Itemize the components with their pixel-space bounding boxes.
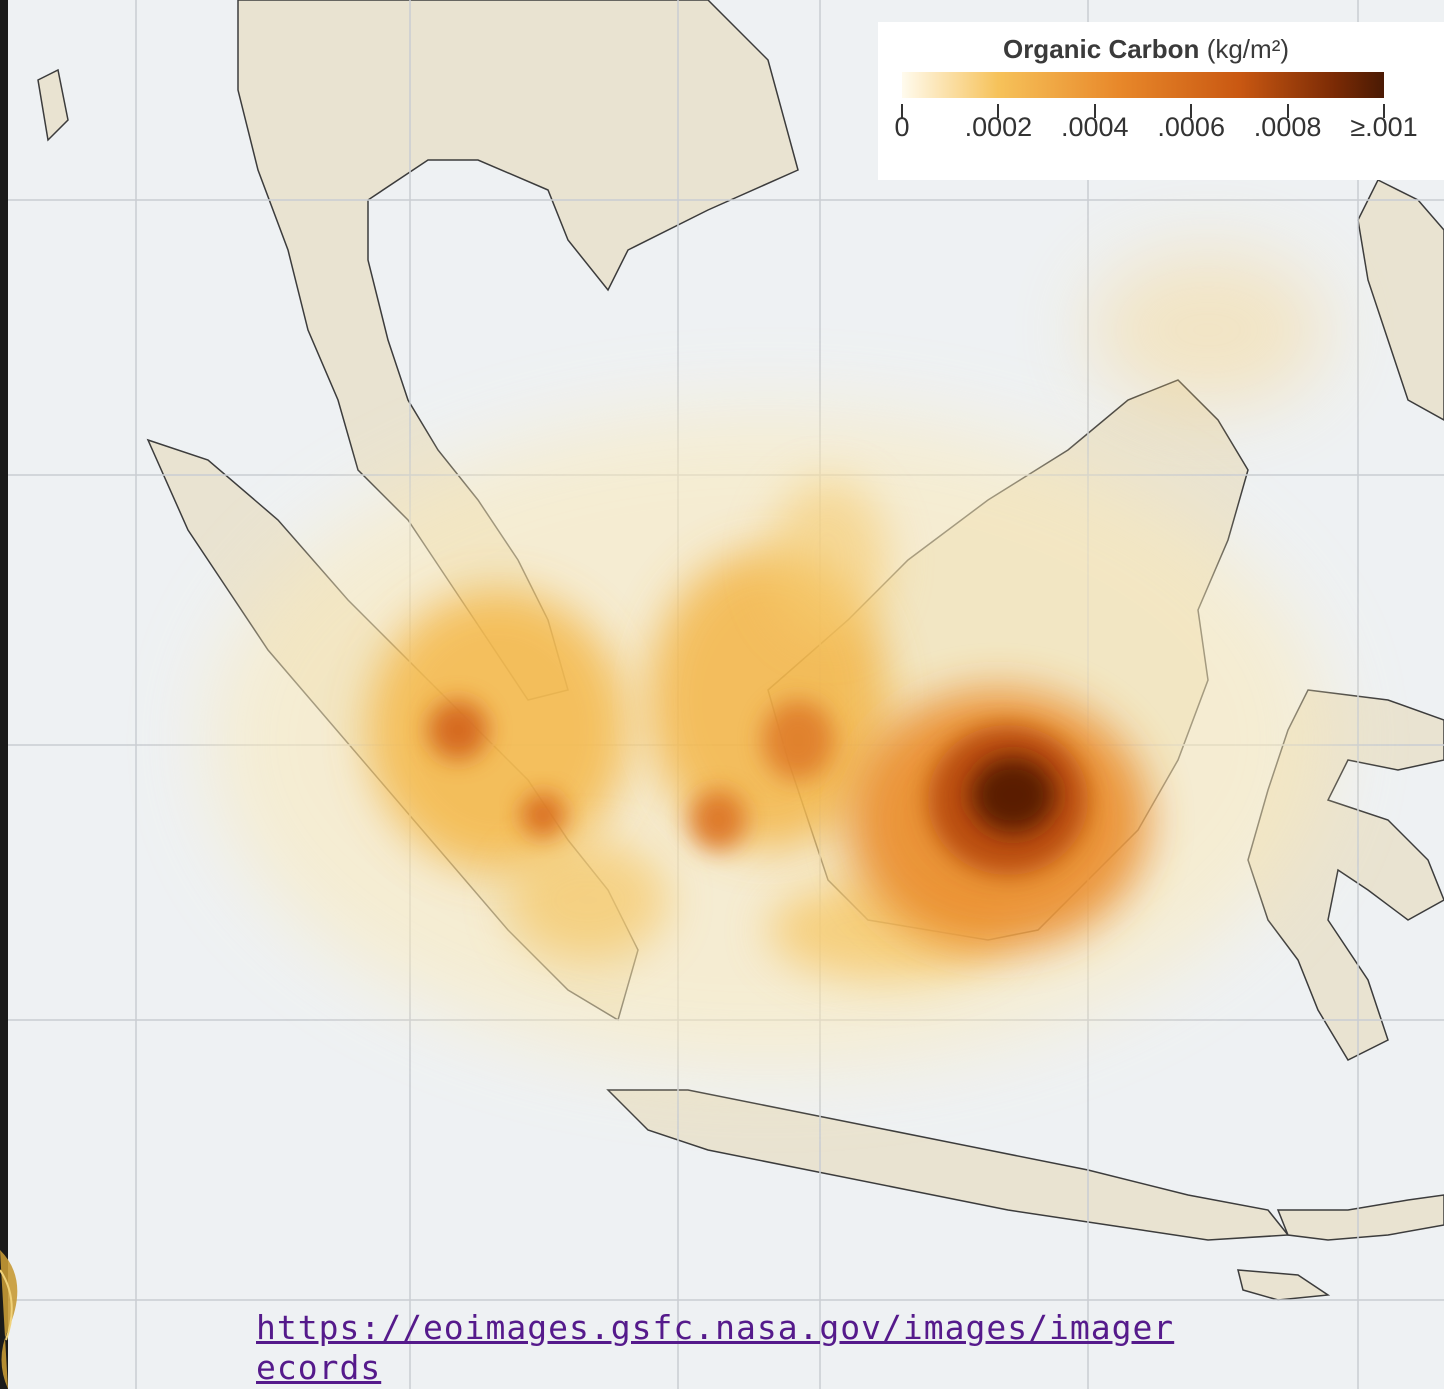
legend-tick-mark	[901, 104, 903, 118]
legend-tick-label: .0004	[1061, 112, 1129, 142]
map-legend: Organic Carbon (kg/m²) 0 .0002 .0004 .0006.…	[878, 22, 1444, 180]
source-link[interactable]: https://eoimages.gsfc.nasa.gov/images/im…	[256, 1308, 1175, 1387]
legend-color-scale	[902, 72, 1384, 98]
legend-tick-mark	[1190, 104, 1193, 118]
plume-haze-north-east	[1088, 250, 1328, 410]
plume-north-central	[768, 480, 888, 640]
timor-island	[1237, 1269, 1331, 1301]
lesser-sunda-islands	[1276, 1194, 1444, 1241]
mainland-southeast-asia	[237, 0, 799, 701]
plume-strait-core	[690, 790, 746, 850]
legend-tick-label: .0008	[1253, 112, 1322, 142]
legend-tick-mark	[1286, 104, 1289, 118]
legend-title-unit: (kg/m²)	[1206, 34, 1290, 64]
philippines	[1357, 178, 1444, 421]
plume-sumatra-outer	[368, 590, 628, 870]
organic-carbon-map	[8, 0, 1444, 1389]
small-island-west	[37, 68, 69, 142]
legend-tick-label: .0006	[1157, 112, 1225, 142]
legend-tick-label: 0	[894, 112, 910, 142]
legend-tick-mark	[1093, 104, 1096, 118]
plume-borneo-core	[971, 757, 1055, 833]
plume-sumatra-south	[508, 840, 668, 960]
legend-tick-label: .0002	[964, 112, 1033, 142]
organic-carbon-overlay	[208, 250, 1328, 1070]
legend-tick-mark	[997, 104, 1000, 118]
plume-sumatra-core-2	[521, 793, 565, 837]
legend-tick-mark	[1383, 104, 1385, 118]
legend-title: Organic Carbon (kg/m²)	[878, 34, 1414, 65]
legend-title-label: Organic Carbon	[1002, 34, 1200, 64]
corner-decoration	[0, 1210, 18, 1389]
plume-sumatra-core	[428, 700, 488, 760]
plume-strait-core-2	[762, 700, 834, 780]
legend-tick-label: ≥.001	[1350, 112, 1418, 142]
